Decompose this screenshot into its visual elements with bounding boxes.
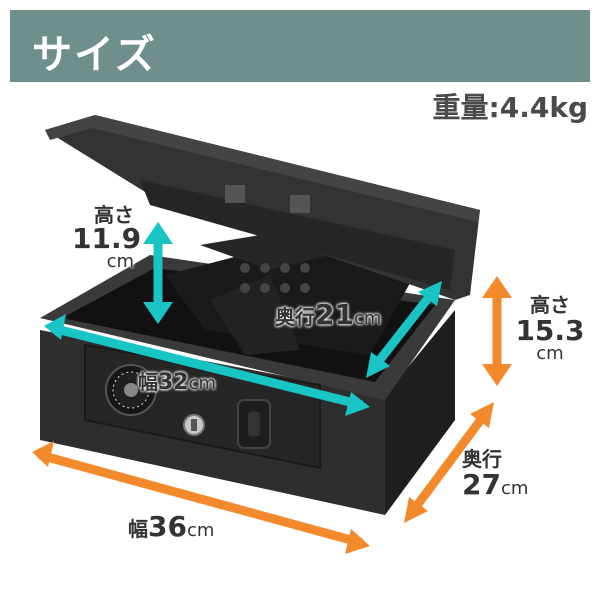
label-height: 高さ 15.3 cm xyxy=(515,293,585,365)
header-banner: サイズ xyxy=(10,10,590,82)
header-title: サイズ xyxy=(32,32,157,78)
arrow-width xyxy=(32,441,370,554)
label-depth: 奥行 27cm xyxy=(462,447,529,501)
arrow-inner-depth xyxy=(366,281,442,378)
arrow-depth xyxy=(404,402,494,523)
weight-label: 重量:4.4kg xyxy=(432,91,588,124)
label-lid-height: 高さ 11.9 cm xyxy=(72,203,142,272)
arrow-height xyxy=(482,276,512,386)
label-width: 幅36cm xyxy=(128,510,215,543)
label-inner-width: 幅32cm xyxy=(138,370,217,395)
arrow-lid-height xyxy=(143,222,173,324)
label-inner-depth: 奥行21cm xyxy=(275,298,382,331)
arrow-inner-width xyxy=(44,314,370,416)
